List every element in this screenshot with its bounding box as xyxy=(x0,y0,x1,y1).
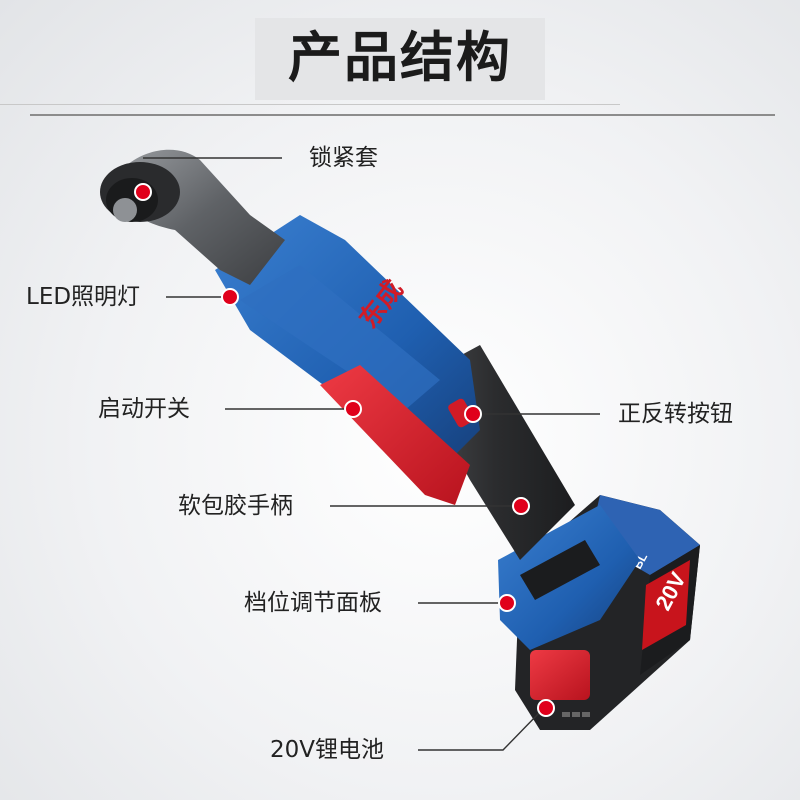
label-start-switch: 启动开关 xyxy=(98,396,190,422)
leader-line-battery xyxy=(418,711,541,751)
label-reverse-button: 正反转按钮 xyxy=(618,401,733,427)
battery-indicator xyxy=(562,712,590,717)
marker-locking-sleeve xyxy=(134,183,152,201)
marker-led-light xyxy=(221,288,239,306)
marker-soft-grip xyxy=(512,497,530,515)
battery-release-button xyxy=(530,650,590,700)
marker-start-switch xyxy=(344,400,362,418)
label-battery: 20V锂电池 xyxy=(270,737,385,763)
title-underline-thin xyxy=(0,104,620,105)
battery-pack: 20V BL xyxy=(515,495,700,730)
marker-gear-panel xyxy=(498,594,516,612)
label-locking-sleeve: 锁紧套 xyxy=(309,145,378,171)
label-gear-panel: 档位调节面板 xyxy=(244,590,382,616)
page-title: 产品结构 xyxy=(288,26,512,89)
title-divider xyxy=(30,114,775,116)
label-soft-grip: 软包胶手柄 xyxy=(178,493,293,519)
marker-battery xyxy=(537,699,555,717)
label-led-light: LED照明灯 xyxy=(26,284,141,310)
start-switch-trigger xyxy=(320,365,470,505)
marker-reverse-button xyxy=(464,405,482,423)
title-background xyxy=(255,18,545,100)
